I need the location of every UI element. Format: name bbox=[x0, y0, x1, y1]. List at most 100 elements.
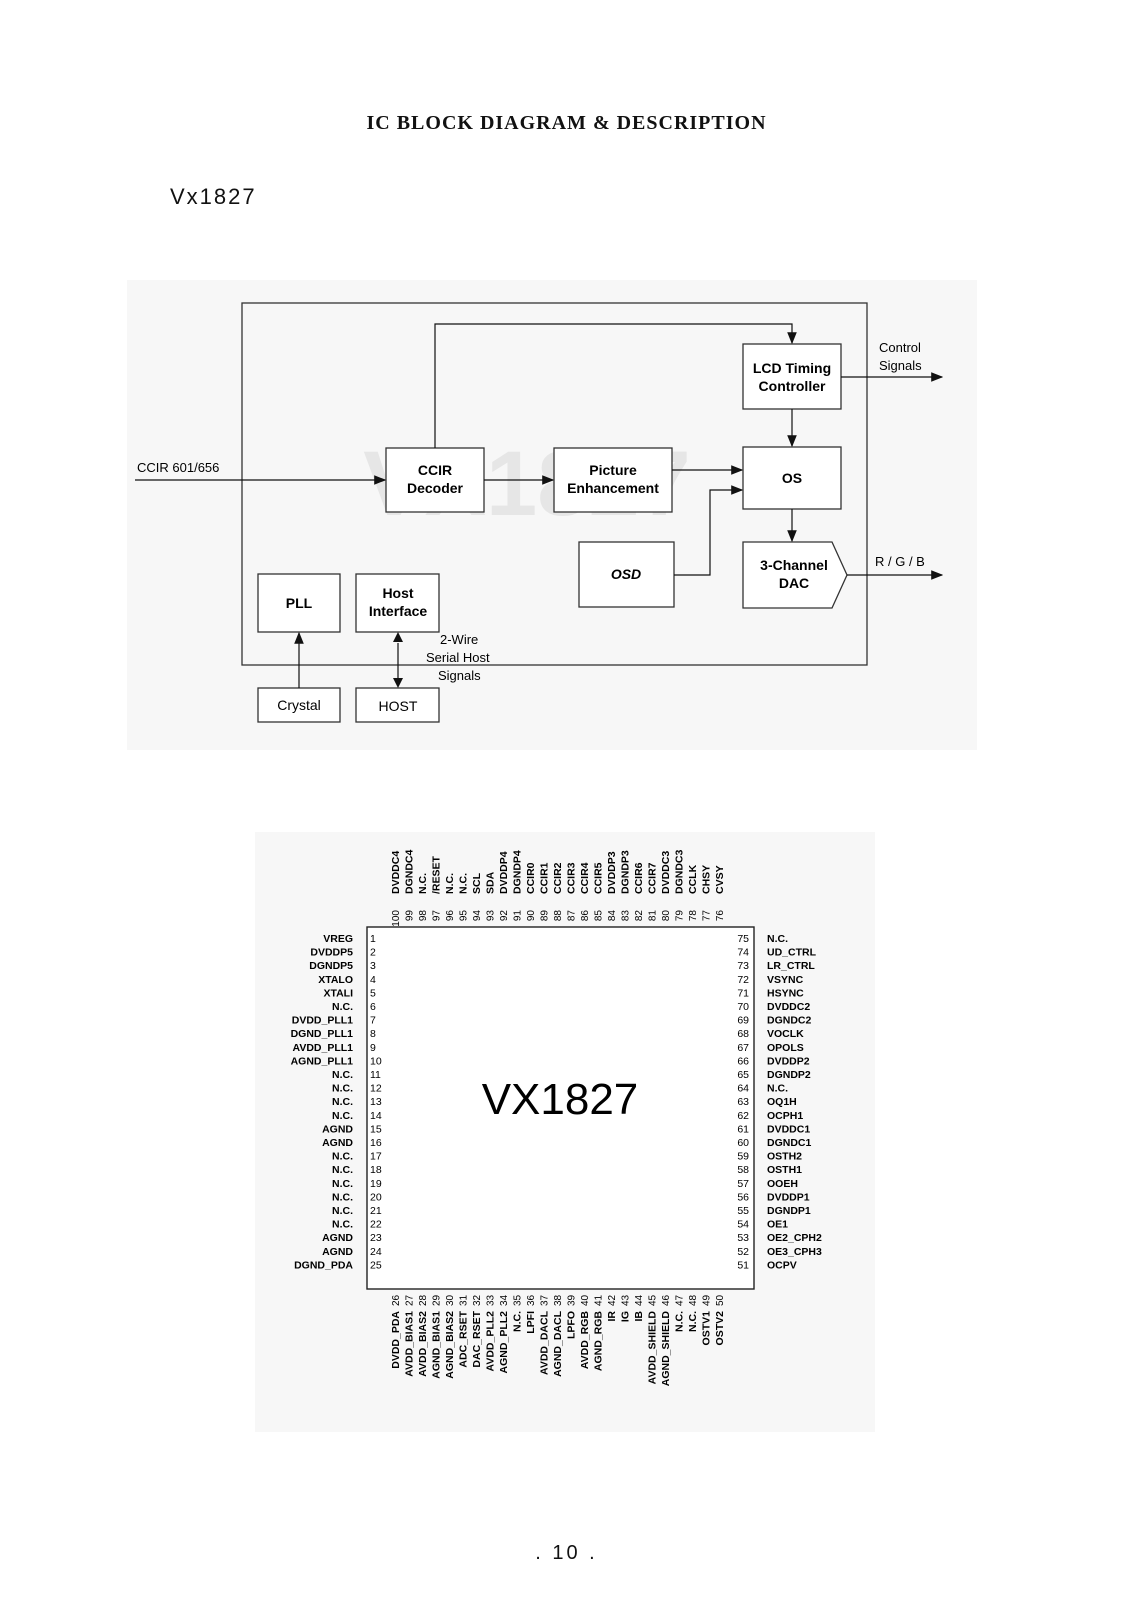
pin-name-right: DVDDP1 bbox=[767, 1191, 810, 1203]
pin-name-top: DVDDC3 bbox=[660, 851, 672, 894]
pin-number-left: 13 bbox=[370, 1096, 382, 1108]
pin-name-top: CCIR0 bbox=[525, 862, 537, 894]
pin-name-right: DGNDP1 bbox=[767, 1205, 811, 1217]
pin-number-top: 99 bbox=[405, 910, 416, 922]
serial-host-label-2: Serial Host bbox=[426, 650, 490, 665]
pin-number-left: 9 bbox=[370, 1042, 376, 1054]
pin-name-top: DVDDP3 bbox=[606, 851, 618, 894]
pin-name-right: OCPH1 bbox=[767, 1110, 803, 1122]
pin-number-bottom: 34 bbox=[499, 1294, 510, 1306]
pin-number-top: 94 bbox=[472, 910, 483, 922]
pin-number-right: 67 bbox=[737, 1042, 749, 1054]
host-interface-label-1: Host bbox=[382, 585, 413, 601]
pin-number-right: 54 bbox=[737, 1219, 749, 1231]
pin-number-left: 22 bbox=[370, 1219, 382, 1231]
pin-name-right: OQ1H bbox=[767, 1096, 797, 1108]
pin-number-left: 24 bbox=[370, 1246, 382, 1258]
pin-number-right: 68 bbox=[737, 1028, 749, 1040]
pin-name-left: AGND bbox=[322, 1232, 353, 1244]
pin-number-top: 77 bbox=[702, 910, 713, 922]
chip-boundary bbox=[241, 302, 868, 666]
pin-number-right: 72 bbox=[737, 974, 749, 986]
pin-number-right: 74 bbox=[737, 947, 749, 959]
pin-number-bottom: 40 bbox=[580, 1294, 591, 1306]
ccir-decoder-block: CCIR Decoder bbox=[385, 447, 485, 513]
pin-name-bottom: AVDD_RGB bbox=[579, 1311, 591, 1370]
pin-number-right: 75 bbox=[737, 933, 749, 945]
pin-name-bottom: AVDD_PLL2 bbox=[485, 1311, 497, 1372]
pin-number-left: 2 bbox=[370, 947, 376, 959]
pin-name-top: CCIR5 bbox=[593, 862, 605, 894]
pin-name-left: VREG bbox=[323, 933, 353, 945]
pin-name-left: AVDD_PLL1 bbox=[293, 1042, 354, 1054]
pin-name-right: DGNDC2 bbox=[767, 1015, 811, 1027]
pin-name-left: N.C. bbox=[332, 1178, 353, 1190]
pin-name-top: CCIR2 bbox=[552, 862, 564, 894]
pin-number-left: 19 bbox=[370, 1178, 382, 1190]
ccir-decoder-label-2: Decoder bbox=[407, 480, 464, 496]
pin-number-bottom: 38 bbox=[553, 1294, 564, 1306]
decoder-to-lcd-arrow bbox=[434, 323, 797, 448]
pin-number-right: 62 bbox=[737, 1110, 749, 1122]
pin-name-bottom: AVDD_SHIELD bbox=[647, 1311, 659, 1385]
pin-number-bottom: 29 bbox=[432, 1294, 443, 1306]
pin-name-top: CCIR6 bbox=[633, 862, 645, 894]
pin-name-right: VOCLK bbox=[767, 1028, 804, 1040]
pin-name-right: OSTH2 bbox=[767, 1151, 802, 1163]
page-title: IC BLOCK DIAGRAM & DESCRIPTION bbox=[366, 112, 767, 134]
pin-name-bottom: N.C. bbox=[687, 1311, 699, 1332]
lcd-timing-label-1: LCD Timing bbox=[753, 360, 831, 376]
pin-number-left: 17 bbox=[370, 1151, 382, 1163]
pin-number-right: 71 bbox=[737, 987, 749, 999]
pin-name-bottom: ADC_RSET bbox=[458, 1310, 470, 1367]
pin-name-top: CCIR4 bbox=[579, 862, 591, 894]
pin-name-left: N.C. bbox=[332, 1083, 353, 1095]
host-label: HOST bbox=[379, 698, 418, 714]
pin-name-bottom: AVDD_BIAS1 bbox=[404, 1311, 416, 1377]
pin-name-left: AGND bbox=[322, 1246, 353, 1258]
pin-number-left: 25 bbox=[370, 1259, 382, 1271]
rgb-output-label: R / G / B bbox=[875, 554, 925, 569]
pin-name-bottom: AGND_DACL bbox=[552, 1310, 564, 1377]
pin-number-top: 84 bbox=[607, 910, 618, 922]
pin-number-left: 16 bbox=[370, 1137, 382, 1149]
pin-number-bottom: 35 bbox=[513, 1294, 524, 1306]
pin-number-bottom: 48 bbox=[688, 1294, 699, 1306]
pin-name-left: AGND_PLL1 bbox=[291, 1055, 354, 1067]
pin-number-left: 21 bbox=[370, 1205, 382, 1217]
pin-number-left: 23 bbox=[370, 1232, 382, 1244]
picture-enhancement-block: Picture Enhancement bbox=[553, 447, 673, 513]
osd-label: OSD bbox=[611, 566, 641, 582]
pin-name-left: DVDD_PLL1 bbox=[292, 1015, 353, 1027]
pin-number-top: 79 bbox=[675, 910, 686, 922]
pin-number-left: 10 bbox=[370, 1055, 382, 1067]
pin-name-top: CVSY bbox=[714, 865, 726, 894]
pin-number-right: 58 bbox=[737, 1164, 749, 1176]
pin-number-bottom: 41 bbox=[594, 1294, 605, 1306]
pin-number-bottom: 31 bbox=[459, 1294, 470, 1306]
os-label: OS bbox=[782, 470, 802, 486]
pin-name-right: OOEH bbox=[767, 1178, 798, 1190]
pin-name-bottom: AGND_BIAS2 bbox=[444, 1311, 456, 1379]
block-diagram: VX1827 CCIR Decoder Picture Enhancement … bbox=[127, 280, 977, 750]
pin-number-right: 63 bbox=[737, 1096, 749, 1108]
pin-name-right: UD_CTRL bbox=[767, 947, 817, 959]
pin-number-top: 93 bbox=[486, 910, 497, 922]
pin-number-left: 7 bbox=[370, 1015, 376, 1027]
picture-enhancement-label-1: Picture bbox=[589, 462, 637, 478]
pin-number-left: 14 bbox=[370, 1110, 382, 1122]
dac-label-2: DAC bbox=[779, 575, 809, 591]
pin-name-left: N.C. bbox=[332, 1001, 353, 1013]
pin-name-top: /RESET bbox=[431, 855, 443, 894]
pin-number-top: 78 bbox=[688, 910, 699, 922]
chip-package-outline bbox=[366, 926, 755, 1290]
pin-name-right: OE3_CPH3 bbox=[767, 1246, 822, 1258]
pin-name-left: DVDDP5 bbox=[310, 947, 353, 959]
pin-name-top: DGNDP3 bbox=[620, 850, 632, 894]
pin-number-top: 97 bbox=[432, 910, 443, 922]
pin-number-bottom: 45 bbox=[648, 1294, 659, 1306]
control-signals-label-2: Signals bbox=[879, 358, 922, 373]
pin-name-bottom: IG bbox=[620, 1311, 632, 1322]
pin-name-left: N.C. bbox=[332, 1110, 353, 1122]
pin-number-right: 60 bbox=[737, 1137, 749, 1149]
